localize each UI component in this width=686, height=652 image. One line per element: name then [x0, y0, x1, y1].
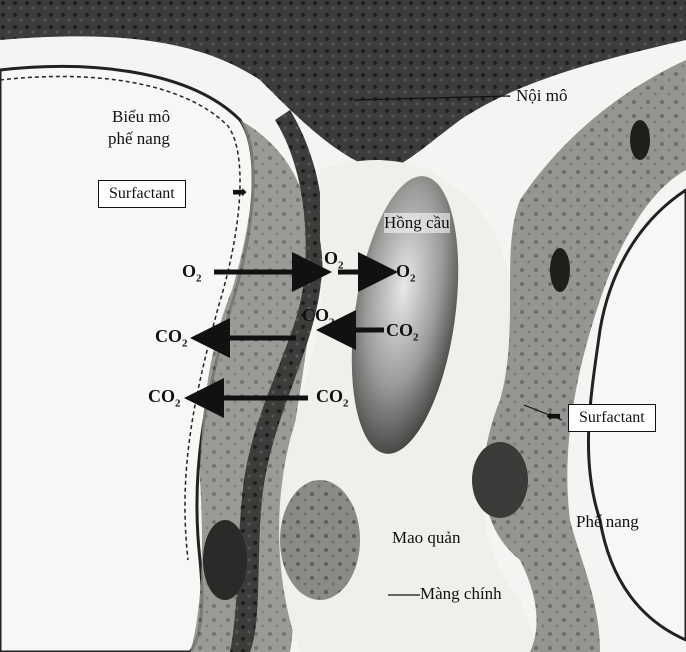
gas-co2-row1-left: CO2	[155, 326, 188, 350]
label-mao-quan: Mao quản	[392, 528, 460, 548]
label-bieu-mo-line2: phế nang	[108, 129, 170, 149]
label-mang-chinh: Màng chính	[420, 584, 502, 604]
label-surfactant-left: Surfactant	[98, 180, 186, 208]
label-noi-mo: Nội mô	[516, 86, 567, 106]
gas-co2-row2-left: CO2	[148, 386, 181, 410]
gas-o2-right: O2	[396, 261, 416, 285]
label-bieu-mo-line1: Biểu mô	[112, 107, 170, 127]
surfactant-left-arrow-icon: ➡	[232, 182, 247, 203]
gas-co2-row2-right: CO2	[316, 386, 349, 410]
label-pho-nang: Phế nang	[576, 512, 639, 532]
gas-co2-row1-right: CO2	[386, 320, 419, 344]
label-hong-cau: Hồng cầu	[384, 213, 450, 233]
gas-o2-mid: O2	[324, 248, 344, 272]
gas-co2-row1-mid: CO2	[302, 305, 335, 329]
gas-o2-left: O2	[182, 261, 202, 285]
surfactant-right-arrow-icon: ⬅	[546, 406, 561, 427]
label-surfactant-right: Surfactant	[568, 404, 656, 432]
